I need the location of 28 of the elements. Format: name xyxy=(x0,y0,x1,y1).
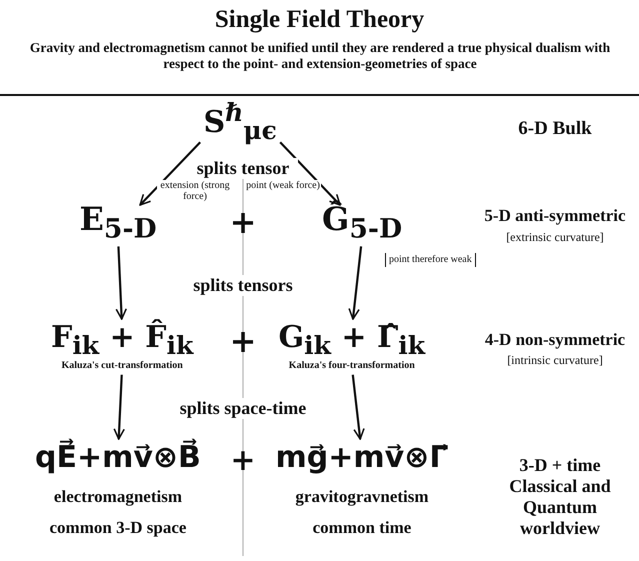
formula-text: G$_{ik}$ + Γ̂$_{ik}$ xyxy=(278,322,426,360)
diagram-title: Single Field Theory xyxy=(214,6,426,34)
edge-label: point (weak force) xyxy=(245,180,321,191)
arrow xyxy=(113,374,125,440)
level-label: 3-D + time Classical and Quantum worldview xyxy=(508,455,612,539)
arrow xyxy=(279,142,341,206)
formula-text: E$_{5-D}$ xyxy=(80,203,157,244)
caption-text: Kaluza's cut-transformation xyxy=(60,361,184,372)
arrow xyxy=(139,141,201,206)
plus-sign: + xyxy=(228,325,258,357)
arrow xyxy=(348,246,362,320)
plus-sign: + xyxy=(229,446,257,476)
level-label: 4-D non-symmetric xyxy=(484,330,626,350)
bracket-note: point therefore weak xyxy=(385,253,476,266)
subtitle-text: Gravity and electromagnetism cannot be unified until they are rendered a true physical dualism with respect to the point- and extension-geometries of space xyxy=(28,40,612,72)
level-label: 5-D anti-symmetric xyxy=(483,206,627,226)
caption-text: electromagnetism xyxy=(52,488,184,506)
arrow xyxy=(352,374,365,440)
caption-text: Kaluza's four-transformation xyxy=(288,361,416,372)
note-text: [extrinsic curvature] xyxy=(505,230,605,245)
level-label: 6-D Bulk xyxy=(517,118,593,140)
caption-text: common time xyxy=(312,519,412,538)
caption-text: gravitogravnetism xyxy=(294,488,430,506)
plus-sign: + xyxy=(228,206,258,238)
note-text: [intrinsic curvature] xyxy=(506,353,604,368)
arrow xyxy=(115,246,128,320)
formula-text: mg⃗+mv⃗⊗Γ⃗ xyxy=(276,442,448,474)
caption-text: common 3-D space xyxy=(48,519,188,538)
